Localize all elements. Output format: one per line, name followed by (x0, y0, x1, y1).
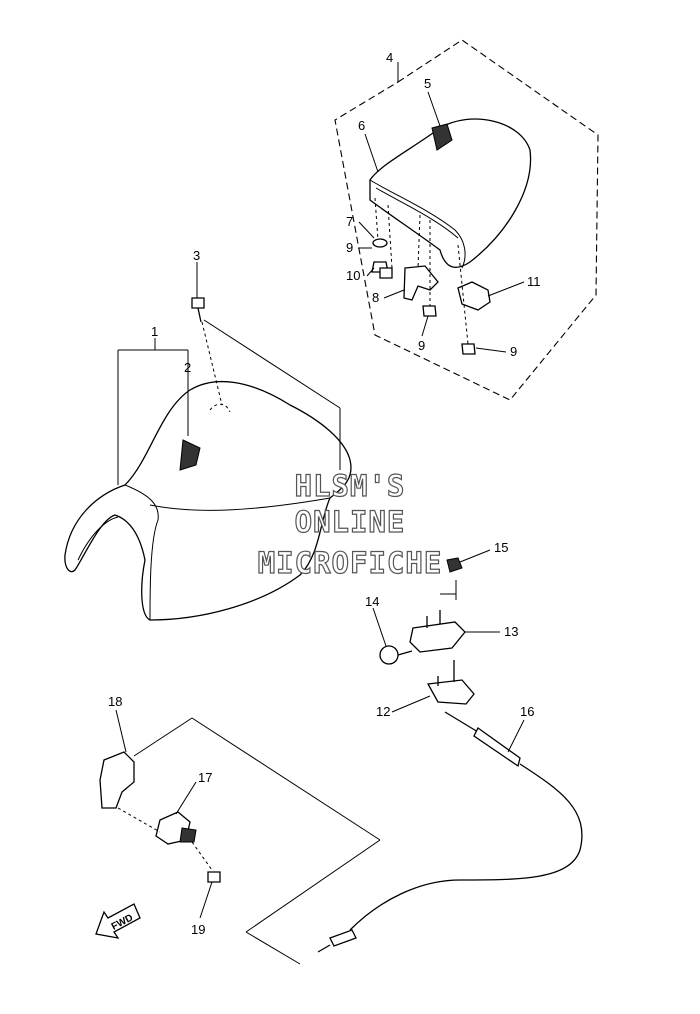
callout-13: 13 (504, 624, 518, 639)
lock-lever-12 (426, 679, 475, 705)
seat-lock-group (317, 557, 583, 953)
fwd-arrow-icon: FWD (95, 903, 141, 939)
callout-18: 18 (108, 694, 122, 709)
watermark: HLSM'S ONLINE MICROFICHE (257, 468, 443, 580)
bracket-8 (403, 265, 439, 301)
callout-4: 4 (386, 50, 393, 65)
callout-19: 19 (191, 922, 205, 937)
callout-9a: 9 (346, 240, 353, 255)
callout-10: 10 (346, 268, 360, 283)
rear-seat-group (334, 39, 599, 401)
callout-9b: 9 (418, 338, 425, 353)
callout-16: 16 (520, 704, 534, 719)
callout-7: 7 (346, 214, 353, 229)
callout-labels: 1 2 3 4 5 6 7 8 9 9 9 10 11 12 13 14 15 … (108, 50, 541, 937)
callout-15: 15 (494, 540, 508, 555)
bracket-11 (457, 281, 491, 311)
callout-12: 12 (376, 704, 390, 719)
leader-lines (115, 91, 525, 919)
front-seat (64, 380, 352, 621)
callout-1: 1 (151, 324, 158, 339)
key-lock-group (99, 717, 381, 965)
front-seat-group (64, 297, 352, 621)
watermark-line-1: HLSM'S (295, 469, 406, 503)
callout-17: 17 (198, 770, 212, 785)
bracket-18 (99, 751, 135, 809)
callout-5: 5 (424, 76, 431, 91)
callout-9c: 9 (510, 344, 517, 359)
lock-plate-13 (409, 621, 466, 653)
callout-3: 3 (193, 248, 200, 263)
callout-11: 11 (527, 274, 541, 289)
watermark-line-3: MICROFICHE (258, 546, 443, 580)
callout-8: 8 (372, 290, 379, 305)
callout-14: 14 (365, 594, 379, 609)
watermark-line-2: ONLINE (295, 505, 406, 539)
callout-2: 2 (184, 360, 191, 375)
callout-6: 6 (358, 118, 365, 133)
